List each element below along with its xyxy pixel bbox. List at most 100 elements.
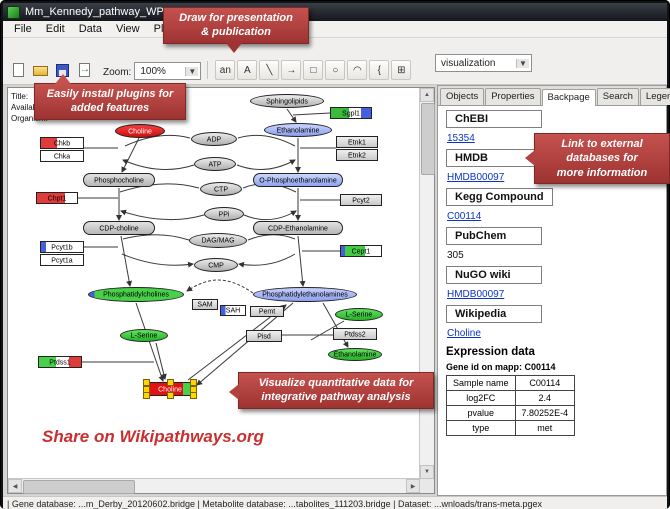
node-choline-selected[interactable]: Choline [143,379,197,399]
node-ctp[interactable]: CTP [200,182,242,196]
node-ptdss2[interactable]: Ptdss2 [333,328,377,340]
backpage-link-wikipedia[interactable]: Choline [447,328,481,339]
selection-handle[interactable] [167,392,174,399]
node-label: Sphingolipids [266,98,308,105]
node-ppi[interactable]: PPi [204,207,244,221]
node-l-serine-right[interactable]: L-Serine [335,308,383,321]
node-cmp[interactable]: CMP [194,258,238,272]
node-label: CDP-choline [99,225,139,232]
label-tool[interactable]: A [237,60,258,80]
node-chpt1[interactable]: Chpt1 [36,192,78,204]
node-pemt[interactable]: Pemt [250,306,284,317]
visualization-combo[interactable]: visualization ▼ [435,54,532,72]
menu-file[interactable]: File [14,23,32,35]
node-label: Chpt1 [47,195,67,202]
oval-tool[interactable]: ○ [325,60,346,80]
open-file-button[interactable] [30,60,50,80]
menu-edit[interactable]: Edit [45,23,65,35]
node-sam[interactable]: SAM [192,299,218,310]
datanode-tool[interactable]: an [215,60,236,80]
node-sgpl1[interactable]: Sgpl1 [330,107,372,119]
vertical-scroll-thumb[interactable] [421,103,435,175]
selection-handle[interactable] [190,379,197,386]
scroll-up-icon[interactable]: ▲ [420,88,434,102]
pathway-canvas[interactable]: Title:Availability:Organism: [7,87,435,494]
scroll-left-icon[interactable]: ◀ [8,479,22,493]
export-button[interactable] [74,60,94,80]
node-adp[interactable]: ADP [191,132,237,146]
title-bar[interactable]: Mm_Kennedy_pathway_WP1771_45176.gpml [3,3,667,21]
node-label: SAH [225,307,241,315]
new-file-button[interactable] [8,60,28,80]
chevron-down-icon[interactable]: ▼ [516,58,529,68]
selection-handle[interactable] [143,386,150,393]
menu-bar: FileEditDataViewPluginsHelp [3,21,667,38]
backpage-link-nugo-wiki[interactable]: HMDB00097 [447,289,505,300]
table-cell: C00114 [514,375,576,391]
backpage-header-kegg-compound: Kegg Compound [446,188,553,206]
node-pcyt1a[interactable]: Pcyt1a [40,254,84,266]
node-label: Cept1 [351,248,371,255]
selection-handle[interactable] [167,379,174,386]
menu-data[interactable]: Data [78,23,102,35]
node-o-phosphoethanolamine[interactable]: O-Phosphoethanolamine [253,173,343,187]
selection-handle[interactable] [143,379,150,386]
rect-tool[interactable]: □ [303,60,324,80]
backpage-link-hmdb[interactable]: HMDB00097 [447,172,505,183]
node-chka[interactable]: Chka [40,150,84,162]
backpage-link-chebi[interactable]: 15354 [447,133,475,144]
zoom-label: Zoom: [103,67,132,78]
node-cdp-choline[interactable]: CDP-choline [83,221,155,235]
scrollbar-corner [420,479,434,493]
node-cdp-ethanolamine[interactable]: CDP-Ethanolamine [253,221,343,235]
vertical-scrollbar[interactable]: ▲ ▼ [419,88,435,479]
template-tool[interactable]: ⊞ [391,60,412,80]
canvas-viewport[interactable]: Title:Availability:Organism: [8,88,420,479]
scroll-right-icon[interactable]: ▶ [406,479,420,493]
node-l-serine-left[interactable]: L-Serine [120,329,168,342]
tab-backpage[interactable]: Backpage [541,89,596,106]
node-label: SAM [197,301,213,309]
node-sah[interactable]: SAH [220,305,246,316]
node-phosphatidylcholines[interactable]: Phosphatidylcholines [88,287,184,302]
node-choline[interactable]: Choline [115,124,165,138]
backpage-link-kegg-compound[interactable]: C00114 [447,211,482,222]
node-label: Ethanolamine [276,127,320,134]
node-dag-mag[interactable]: DAG/MAG [189,233,247,248]
tab-legend[interactable]: Legend [639,88,670,105]
horizontal-scroll-thumb[interactable] [23,480,135,494]
node-sphingolipids[interactable]: Sphingolipids [250,94,324,108]
arc-tool[interactable]: ◠ [347,60,368,80]
selection-handle[interactable] [143,392,150,399]
node-etnk1[interactable]: Etnk1 [336,136,378,148]
node-chkb[interactable]: Chkb [40,137,84,149]
node-ptdss1[interactable]: Ptdss1 [38,356,82,368]
tab-search[interactable]: Search [596,88,639,105]
table-cell: log2FC [446,390,516,406]
zoom-combo[interactable]: 100% ▼ [134,62,202,80]
menu-view[interactable]: View [115,23,140,35]
tab-properties[interactable]: Properties [485,88,541,105]
node-pcyt1b[interactable]: Pcyt1b [40,241,84,253]
horizontal-scrollbar[interactable]: ◀ ▶ [8,478,420,494]
brace-tool[interactable]: { [369,60,390,80]
arrow-tool[interactable]: → [281,60,302,80]
tab-objects[interactable]: Objects [440,88,485,105]
scroll-down-icon[interactable]: ▼ [420,465,434,479]
node-pisd[interactable]: Pisd [246,330,282,342]
node-etnk2[interactable]: Etnk2 [336,149,378,161]
node-atp[interactable]: ATP [194,157,236,171]
selection-handle[interactable] [190,392,197,399]
node-pcyt2[interactable]: Pcyt2 [340,194,382,206]
node-phosphocholine[interactable]: Phosphocholine [83,173,155,187]
node-cept1[interactable]: Cept1 [340,245,382,257]
node-ethanolamine-top[interactable]: Ethanolamine [264,123,332,137]
node-phosphatidylethanolamines[interactable]: Phosphatidylethanolamines [253,287,357,302]
chevron-down-icon[interactable]: ▼ [185,66,199,76]
line-tool[interactable]: ╲ [259,60,280,80]
node-ethanolamine-bottom[interactable]: Ethanolamine [328,348,382,361]
